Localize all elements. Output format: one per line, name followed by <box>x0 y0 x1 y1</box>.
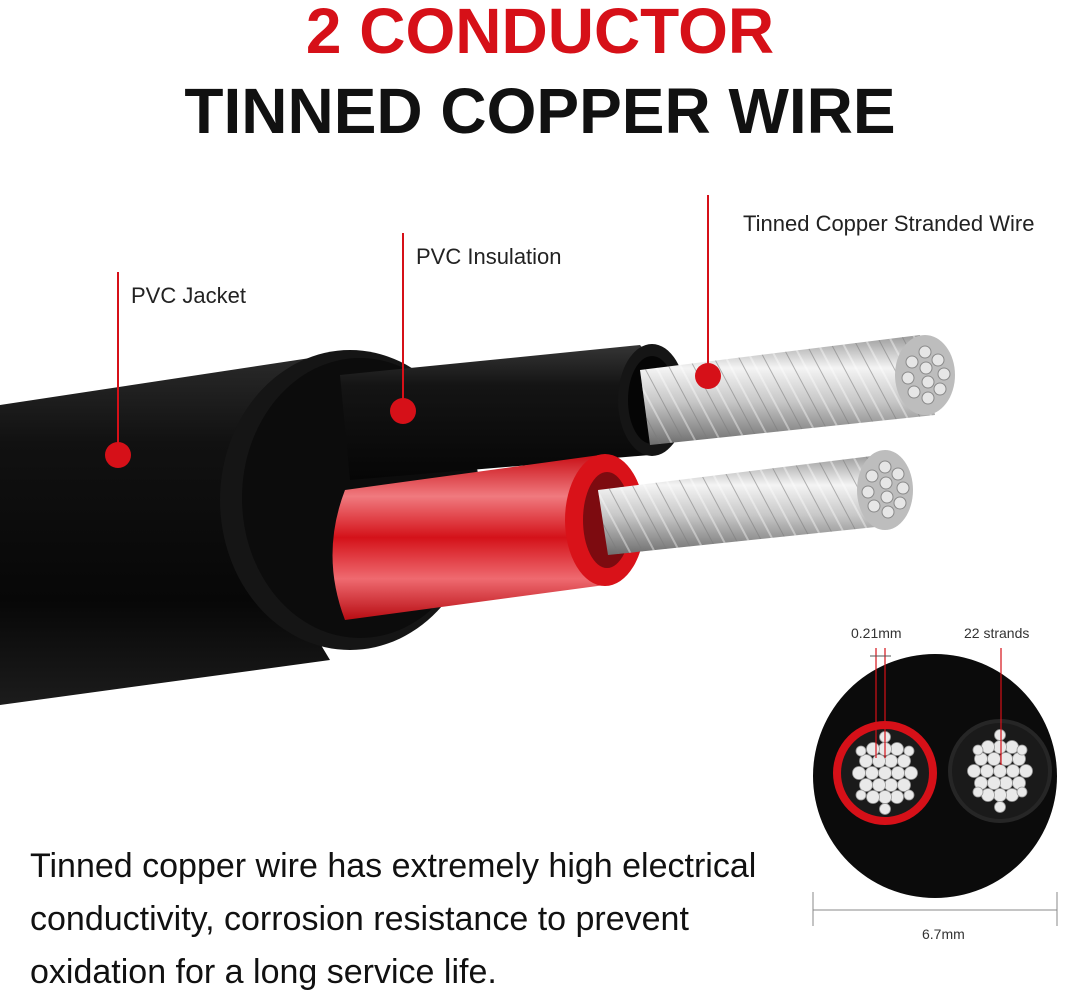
label-pvc-jacket: PVC Jacket <box>131 283 246 308</box>
cross-section-diagram <box>812 648 1058 926</box>
label-pvc-insulation: PVC Insulation <box>416 244 562 269</box>
label-stranded-wire: Tinned Copper Stranded Wire <box>743 211 1035 236</box>
title-line-1: 2 CONDUCTOR <box>305 0 775 67</box>
strand-count-label: 22 strands <box>964 625 1030 641</box>
description-text: Tinned copper wire has extremely high el… <box>30 847 757 991</box>
strand-diameter-label: 0.21mm <box>851 625 902 641</box>
title-line-2: TINNED COPPER WIRE <box>184 75 896 147</box>
outer-diameter-label: 6.7mm <box>922 926 965 942</box>
cable-illustration <box>0 195 955 705</box>
